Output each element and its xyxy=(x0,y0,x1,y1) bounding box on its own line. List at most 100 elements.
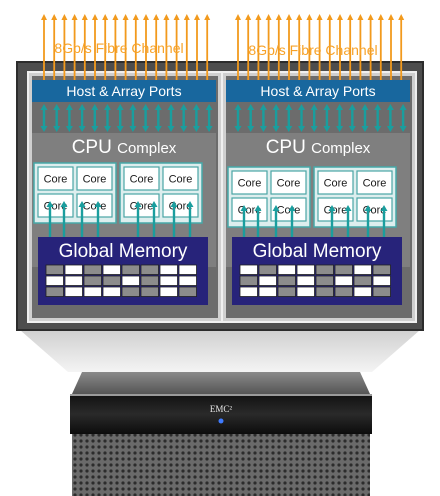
memory-cell xyxy=(353,275,372,286)
memory-cell xyxy=(102,264,121,275)
memory-cell xyxy=(83,275,102,286)
memory-cell xyxy=(121,275,140,286)
memory-cell xyxy=(315,275,334,286)
ports-cpu-arrow-head-up xyxy=(272,104,280,110)
ports-cpu-arrow-head-down xyxy=(285,126,293,132)
ports-cpu-arrow-head-up xyxy=(129,104,137,110)
ports-cpu-arrow-head-up xyxy=(361,104,369,110)
cpu-memory-arrow-head-up xyxy=(60,201,68,207)
cpu-memory-arrow-head-up xyxy=(380,205,388,211)
fibre-channel-arrow-head xyxy=(367,14,374,20)
memory-cell xyxy=(140,286,159,297)
ports-cpu-arrow-head-down xyxy=(336,126,344,132)
memory-cell xyxy=(64,275,83,286)
core-chip xyxy=(76,193,113,218)
cpu-memory-arrow-head-up xyxy=(46,201,54,207)
ports-cpu-arrow-head-down xyxy=(323,126,331,132)
power-led xyxy=(218,418,224,424)
core-label: Core xyxy=(83,174,107,186)
cpu-memory-arrow-head-up xyxy=(364,205,372,211)
fibre-channel-arrow-head xyxy=(306,14,313,20)
fibre-channel-arrow-head xyxy=(122,14,129,20)
global-memory-label: Global Memory xyxy=(253,241,382,262)
ports-cpu-arrow-head-down xyxy=(348,126,356,132)
memory-cell xyxy=(315,264,334,275)
fibre-channel-arrow-head xyxy=(102,14,109,20)
ports-cpu-arrow-head-down xyxy=(374,126,382,132)
fibre-channel-arrow-head xyxy=(204,14,211,20)
memory-cell xyxy=(64,264,83,275)
memory-cell xyxy=(83,286,102,297)
cpu-memory-arrow-head-up xyxy=(170,201,178,207)
cpu-memory-arrow-head-up xyxy=(240,205,248,211)
cpu-memory-arrow-head-up xyxy=(254,205,262,211)
memory-cell xyxy=(372,264,391,275)
memory-cell xyxy=(296,286,315,297)
core-label: Core xyxy=(83,201,107,213)
memory-cell xyxy=(45,275,64,286)
core-label: Core xyxy=(238,178,262,190)
core-label: Core xyxy=(169,174,193,186)
memory-cell xyxy=(159,275,178,286)
memory-cell xyxy=(296,264,315,275)
fibre-channel-arrow-head xyxy=(194,14,200,20)
ports-cpu-arrow-head-up xyxy=(234,104,242,110)
ports-bar xyxy=(32,80,216,102)
ports-cpu-arrow-head-down xyxy=(65,126,73,132)
ports-cpu-arrow-head-down xyxy=(205,126,213,132)
enclosure-grille xyxy=(72,434,370,496)
memory-cell xyxy=(239,286,258,297)
ports-cpu-arrow-head-up xyxy=(40,104,48,110)
fibre-channel-arrow-head xyxy=(326,14,333,20)
ports-cpu-arrow-head-down xyxy=(192,126,200,132)
fibre-channel-arrow-head xyxy=(71,14,78,20)
fibre-channel-arrow-head xyxy=(112,14,119,20)
ports-cpu-arrow-head-up xyxy=(259,104,267,110)
fibre-channel-arrow-head xyxy=(153,14,160,20)
ports-cpu-arrow-head-down xyxy=(40,126,48,132)
fibre-channel-arrow-head xyxy=(51,14,58,20)
ports-cpu-arrow-head-up xyxy=(285,104,293,110)
memory-cell xyxy=(45,286,64,297)
cpu-memory-arrow-head-up xyxy=(78,201,86,207)
ports-cpu-arrow-head-up xyxy=(310,104,318,110)
memory-cell xyxy=(334,275,353,286)
core-chip xyxy=(270,170,307,195)
core-label: Core xyxy=(130,201,154,213)
memory-cell xyxy=(258,264,277,275)
fibre-channel-arrow-head xyxy=(163,14,170,20)
ports-label: Host & Array Ports xyxy=(260,83,375,99)
ports-cpu-arrow-head-up xyxy=(142,104,150,110)
ports-cpu-arrow-head-up xyxy=(104,104,111,110)
ports-cpu-arrow-head-up xyxy=(336,104,344,110)
fibre-channel-arrow-head xyxy=(173,14,180,20)
fibre-channel-arrow-head xyxy=(41,14,47,20)
ports-cpu-arrow-head-down xyxy=(298,126,305,132)
core-chip xyxy=(76,166,113,191)
enclosure-bezel xyxy=(70,394,372,434)
memory-cell xyxy=(178,275,197,286)
ports-cpu-arrow-head-up xyxy=(192,104,200,110)
ports-cpu-arrow-head-up xyxy=(180,104,188,110)
cpu-memory-arrow-head-up xyxy=(344,205,352,211)
cpu-memory-arrow-head-up xyxy=(328,205,336,211)
fibre-channel-arrow-head xyxy=(265,14,272,20)
memory-cell xyxy=(178,264,197,275)
memory-cell xyxy=(372,286,391,297)
memory-cell xyxy=(353,264,372,275)
fibre-channel-arrow-head xyxy=(357,14,364,20)
core-chip xyxy=(231,170,268,195)
fibre-channel-arrow-head xyxy=(255,14,262,20)
memory-cell xyxy=(121,286,140,297)
memory-cell xyxy=(159,286,178,297)
ports-cpu-arrow-head-up xyxy=(348,104,356,110)
ports-cpu-arrow-head-down xyxy=(53,126,61,132)
ports-cpu-arrow-head-down xyxy=(129,126,137,132)
ports-cpu-arrow-head-up xyxy=(78,104,86,110)
ports-cpu-arrow-head-down xyxy=(104,126,111,132)
fibre-channel-label: 8Gb/s Fibre Channel xyxy=(54,40,183,56)
fibre-channel-arrow-head xyxy=(337,14,343,20)
core-label: Core xyxy=(130,174,154,186)
ports-cpu-arrow-head-down xyxy=(142,126,150,132)
memory-cell xyxy=(296,275,315,286)
